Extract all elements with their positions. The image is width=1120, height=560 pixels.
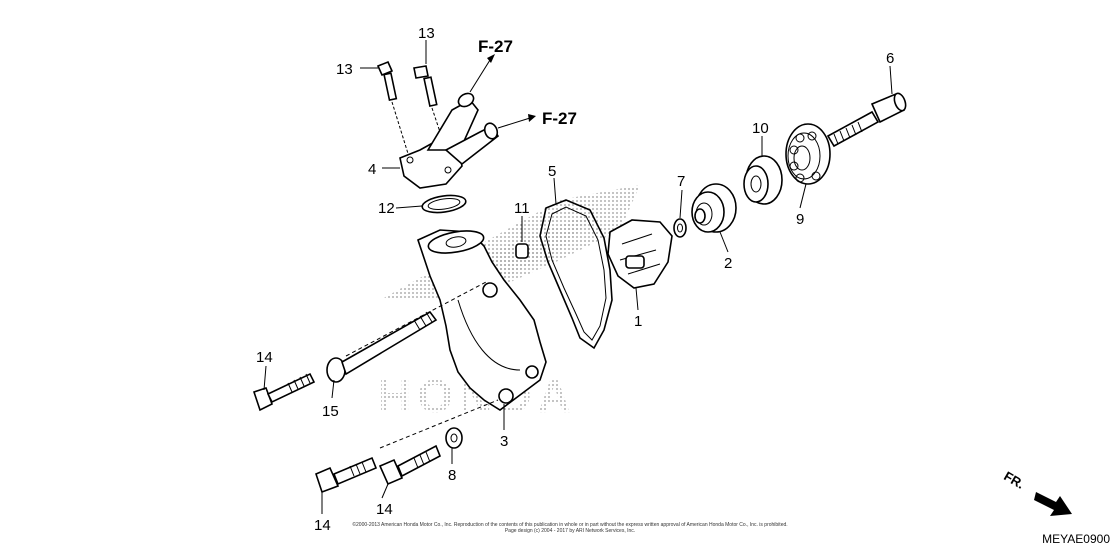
diagram-code: MEYAE0900 — [1042, 532, 1110, 546]
callout-13a[interactable]: 13 — [336, 61, 353, 78]
water-outlet-4[interactable] — [399, 91, 500, 189]
callout-12[interactable]: 12 — [378, 200, 395, 217]
callout-10[interactable]: 10 — [752, 120, 769, 137]
callout-5[interactable]: 5 — [548, 163, 556, 180]
callouts: 13 13 4 12 11 5 1 7 2 10 9 6 14 15 3 8 1… — [256, 25, 894, 534]
callout-2[interactable]: 2 — [724, 255, 732, 272]
washer-8[interactable] — [445, 427, 463, 449]
o-ring-12[interactable] — [421, 193, 467, 215]
callout-14b[interactable]: 14 — [314, 517, 331, 534]
callout-14c[interactable]: 14 — [376, 501, 393, 518]
callout-4[interactable]: 4 — [368, 161, 376, 178]
bearing-9[interactable] — [785, 123, 831, 185]
mechanical-seal-2[interactable] — [691, 183, 737, 233]
leader-lines — [263, 40, 893, 514]
washer-7[interactable] — [673, 218, 687, 238]
front-direction-arrow-icon: FR. — [1001, 468, 1072, 516]
callout-1[interactable]: 1 — [634, 313, 642, 330]
callout-14a[interactable]: 14 — [256, 349, 273, 366]
copyright-notice: ©2000-2013 American Honda Motor Co., Inc… — [310, 522, 830, 534]
callout-9[interactable]: 9 — [796, 211, 804, 228]
water-pump-shaft-6[interactable] — [826, 92, 908, 148]
bolt-13-left[interactable] — [376, 60, 398, 102]
water-pump-cover-3[interactable] — [417, 227, 547, 411]
bolt-14-upper[interactable] — [252, 372, 316, 412]
bolt-13-right[interactable] — [413, 65, 438, 107]
gasket-5[interactable] — [539, 199, 613, 350]
bolt-14-lower-right[interactable] — [378, 444, 442, 486]
fr-label: FR. — [1001, 468, 1027, 491]
copyright-line-1: ©2000-2013 American Honda Motor Co., Inc… — [352, 522, 788, 528]
callout-15[interactable]: 15 — [322, 403, 339, 420]
callout-11[interactable]: 11 — [514, 200, 530, 217]
callout-3[interactable]: 3 — [500, 433, 508, 450]
callout-7[interactable]: 7 — [677, 173, 685, 190]
ref-f27-right[interactable]: F-27 — [542, 109, 577, 128]
impeller-1[interactable] — [607, 219, 673, 289]
ref-f27-top[interactable]: F-27 — [478, 37, 513, 56]
callout-6[interactable]: 6 — [886, 50, 894, 67]
bolt-14-lower-left[interactable] — [315, 456, 378, 494]
dowel-pin-11[interactable] — [515, 243, 529, 259]
copyright-line-2: Page design (c) 2004 - 2017 by ARI Netwo… — [504, 528, 636, 534]
oil-seal-10[interactable] — [743, 155, 783, 205]
flange-bolt-15[interactable] — [326, 310, 438, 383]
callout-13b[interactable]: 13 — [418, 25, 435, 42]
callout-8[interactable]: 8 — [448, 467, 456, 484]
